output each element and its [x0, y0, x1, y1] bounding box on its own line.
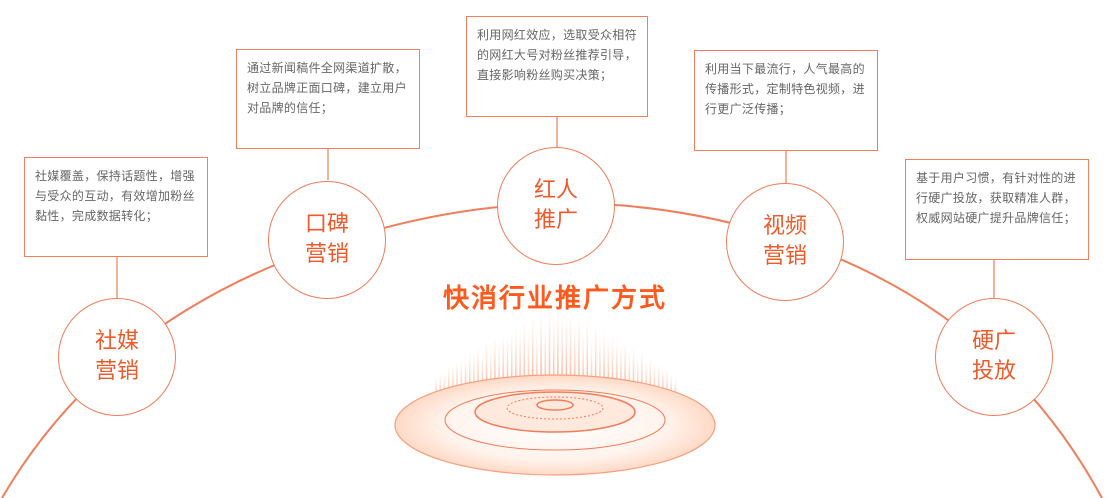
decor-bar	[603, 330, 605, 408]
decor-bar	[569, 314, 572, 408]
decor-bar	[460, 358, 463, 408]
node-kol-line2: 推广	[533, 208, 578, 233]
node-social-line1: 社媒	[94, 329, 139, 354]
decor-bar	[594, 324, 597, 408]
decor-bar	[531, 315, 534, 408]
node-hardad: 硬广 投放	[935, 298, 1053, 416]
decor-bar	[523, 321, 526, 408]
ring-core	[536, 399, 574, 411]
decor-bar	[515, 328, 517, 408]
node-hardad-line1: 硬广	[971, 329, 1016, 354]
decor-bar	[544, 327, 547, 408]
decor-bar	[502, 332, 505, 408]
diagram-title: 快消行业推广方式	[442, 284, 667, 314]
decor-bar	[607, 338, 610, 408]
decor-bar	[586, 319, 589, 408]
desc-kol: 利用网红效应，选取受众相符的网红大号对粉丝推荐引导，直接影响粉丝购买决策；	[466, 16, 648, 117]
node-social: 社媒 营销	[58, 298, 176, 416]
desc-video: 利用当下最流行，人气最高的传播形式，定制特色视频，进行更广泛传播；	[694, 50, 878, 151]
decor-bar	[599, 338, 601, 408]
node-video-line1: 视频	[762, 214, 807, 239]
decor-bar	[519, 330, 521, 408]
decor-bar	[628, 351, 631, 408]
decor-bar	[456, 360, 458, 408]
node-video-line2: 营销	[762, 244, 807, 269]
decor-bar	[582, 334, 584, 408]
decor-bar	[494, 335, 496, 408]
decor-bar	[536, 334, 538, 408]
decor-bar	[527, 332, 530, 408]
decor-bar	[565, 316, 568, 408]
node-video: 视频 营销	[726, 183, 844, 301]
ring-2	[444, 389, 666, 451]
decor-bar	[573, 325, 576, 408]
decor-bar	[641, 350, 643, 408]
desc-hardad: 基于用户习惯，有针对性的进行硬广投放，获取精准人群，权威网站硬广提升品牌信任；	[905, 159, 1089, 260]
ring-4	[506, 396, 604, 420]
node-kol: 红人 推广	[497, 147, 615, 265]
decor-bar	[468, 352, 471, 408]
node-wom-line1: 口碑	[304, 212, 349, 237]
decor-bar	[590, 339, 593, 408]
decor-bar	[557, 308, 559, 408]
decor-bar	[477, 346, 479, 408]
decor-bar	[540, 310, 542, 408]
decor-bar	[620, 344, 622, 408]
node-wom: 口碑 营销	[268, 181, 386, 299]
node-social-line2: 营销	[94, 359, 139, 384]
decor-bar	[552, 318, 555, 408]
decor-bar	[464, 356, 467, 408]
decor-bar	[510, 331, 513, 408]
node-wom-line2: 营销	[304, 242, 349, 267]
node-hardad-line2: 投放	[971, 359, 1016, 384]
decor-bar	[632, 345, 635, 408]
decor-bar	[611, 337, 614, 408]
decor-bar	[561, 314, 563, 408]
decor-bar	[624, 341, 626, 408]
decor-bar	[649, 356, 652, 408]
decor-bar	[657, 363, 660, 408]
node-kol-line1: 红人	[533, 178, 578, 203]
decor-bar	[447, 365, 450, 408]
decor-bar	[578, 315, 580, 408]
decor-bar	[548, 307, 551, 408]
decor-bar	[506, 335, 509, 408]
decor-bar	[498, 343, 500, 408]
decor-bar	[615, 339, 618, 408]
decor-bar	[485, 340, 488, 408]
desc-social: 社媒覆盖，保持话题性，增强与受众的互动，有效增加粉丝黏性，完成数据转化；	[24, 157, 208, 257]
ring-3	[474, 391, 636, 433]
desc-wom: 通过新闻稿件全网渠道扩散，树立品牌正面口碑，建立用户对品牌的信任；	[236, 49, 420, 149]
